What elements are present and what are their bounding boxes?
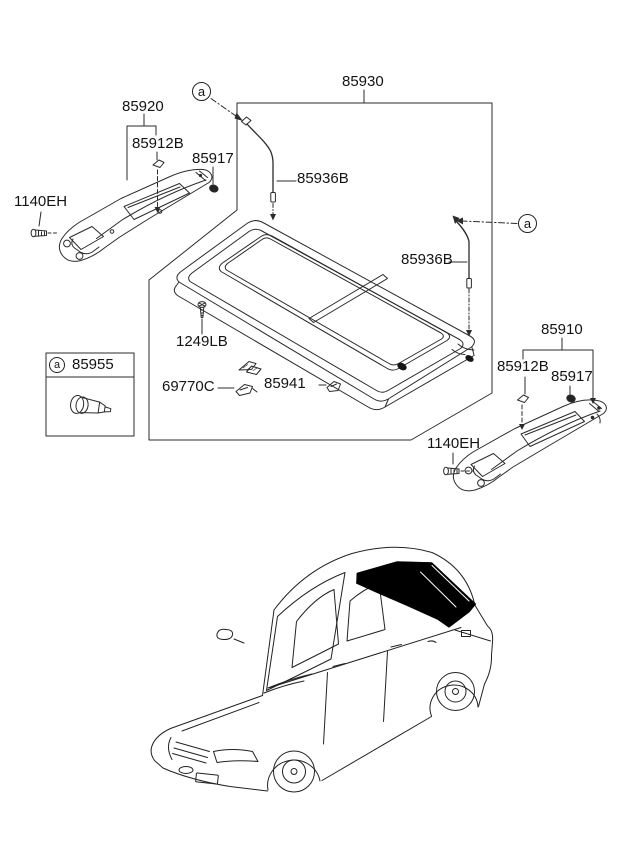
legend-box-85955 <box>45 352 135 437</box>
chain-85917-right <box>566 385 576 403</box>
tray-divider-bar <box>308 274 388 323</box>
part-label-85912b-right: 85912B <box>497 358 549 375</box>
clip-69770c-drawing <box>235 384 258 396</box>
part-label-1140eh-left: 1140EH <box>14 193 68 210</box>
windshield <box>266 572 346 691</box>
tray-front-skirt <box>173 285 475 411</box>
foglight <box>178 766 194 774</box>
chain-1140eh-left <box>30 211 60 238</box>
part-label-85936b-top: 85936B <box>297 170 349 187</box>
callout-a-right: a <box>518 214 537 233</box>
part-label-85955: 85955 <box>72 356 114 373</box>
grille <box>172 741 210 764</box>
screw-grommet-icon <box>566 394 576 403</box>
chain-85912b-left <box>152 151 165 213</box>
strap-85936b-top <box>241 116 297 221</box>
bolt-icon <box>443 466 460 476</box>
part-label-85910: 85910 <box>541 321 583 338</box>
callout-letter: a <box>523 216 532 231</box>
highlight-package-tray-area <box>356 561 477 628</box>
front-door-window <box>291 589 339 668</box>
part-label-1249lb: 1249LB <box>176 333 228 350</box>
part-label-1140eh-right: 1140EH <box>427 435 481 452</box>
pin-clip-85955-drawing <box>70 395 112 414</box>
strap-85936b-right <box>448 215 472 337</box>
bracket-85920 <box>126 113 157 181</box>
part-label-85917-right: 85917 <box>551 368 593 385</box>
part-label-85941: 85941 <box>264 375 306 392</box>
part-label-85912b-left: 85912B <box>132 135 184 152</box>
car-drawing <box>150 546 494 793</box>
chain-85912b-right <box>517 376 529 430</box>
side-trim-right-drawing <box>452 399 607 492</box>
screw-1249lb-icon <box>197 301 207 335</box>
callout-pointer-lines <box>210 98 518 225</box>
part-label-69770c: 69770C <box>162 378 215 395</box>
part-label-85920: 85920 <box>122 98 164 115</box>
headlight <box>213 749 259 763</box>
chain-1140eh-right <box>443 452 474 476</box>
clip-icon <box>517 394 529 403</box>
license-plate <box>195 772 219 785</box>
mirror <box>216 628 245 644</box>
part-label-85930: 85930 <box>342 73 384 90</box>
side-trim-left-drawing <box>58 168 213 262</box>
part-label-85917-left: 85917 <box>192 150 234 167</box>
screw-grommet-icon <box>209 184 219 193</box>
clip-icon <box>152 159 165 168</box>
beltline <box>269 627 462 688</box>
clip-unlabeled-drawing <box>238 361 262 375</box>
callout-a-top-left: a <box>192 82 211 101</box>
clip-85941-drawing <box>326 381 341 392</box>
part-label-85936b-right: 85936B <box>401 251 453 268</box>
package-tray-drawing <box>173 220 475 411</box>
chain-85917-left <box>209 166 219 193</box>
assembly-boundary-box <box>148 102 493 441</box>
callout-letter: a <box>53 359 61 371</box>
callout-letter: a <box>197 84 206 99</box>
callout-a-legend: a <box>49 357 65 373</box>
bolt-icon <box>30 228 47 238</box>
